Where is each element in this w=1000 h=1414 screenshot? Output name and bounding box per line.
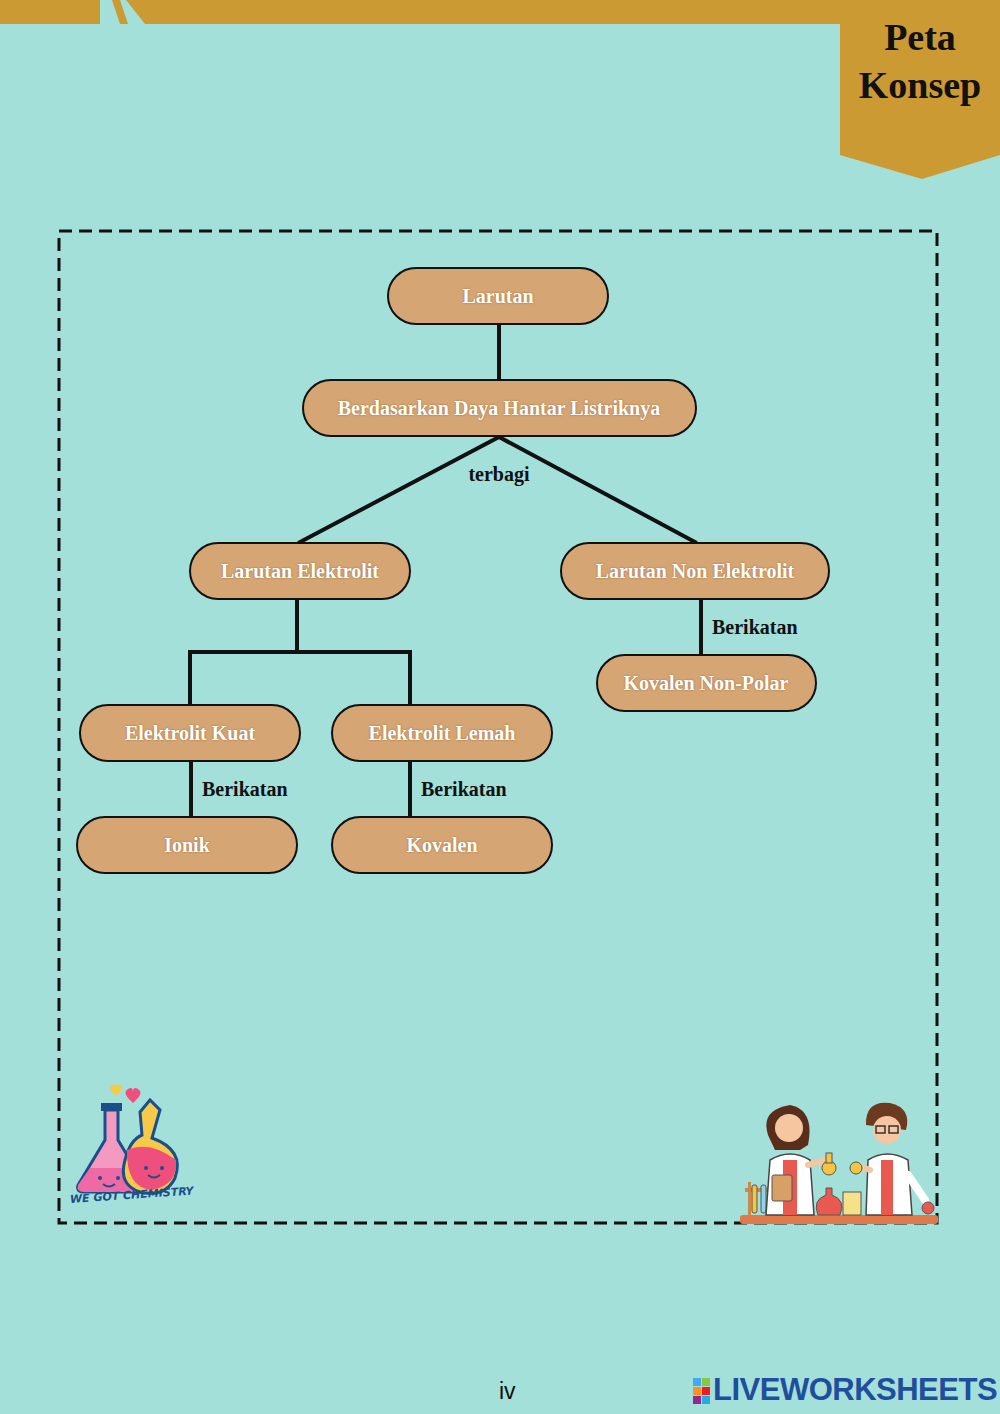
connector-line: [190, 600, 297, 704]
concept-box: Kovalen: [331, 816, 553, 874]
connector-line: [297, 600, 410, 704]
watermark: LIVEWORKSHEETS: [713, 1372, 997, 1408]
scientists-illustration: [740, 1103, 938, 1224]
concept-box: Larutan Elektrolit: [189, 542, 411, 600]
concept-label: Larutan Elektrolit: [221, 560, 379, 583]
connector-line: [189, 762, 193, 816]
concept-label: Elektrolit Kuat: [125, 722, 255, 745]
concept-label: Larutan: [462, 285, 533, 308]
concept-label: Ionik: [164, 834, 210, 857]
page-number: iv: [499, 1378, 516, 1405]
connector-line: [699, 600, 703, 654]
concept-box: Larutan Non Elektrolit: [560, 542, 830, 600]
watermark-icon: [693, 1378, 710, 1404]
header-bar: [112, 0, 128, 24]
concept-box: Kovalen Non-Polar: [596, 654, 817, 712]
concept-label: Berdasarkan Daya Hantar Listriknya: [338, 397, 660, 420]
title-tab: [840, 0, 1000, 179]
connector-label: Berikatan: [418, 778, 510, 801]
concept-box: Berdasarkan Daya Hantar Listriknya: [302, 379, 697, 437]
connector-label: terbagi: [465, 463, 532, 486]
connector-line: [300, 437, 499, 542]
dashed-frame: [59, 231, 937, 1223]
header-bar: [0, 0, 100, 24]
concept-box: Ionik: [76, 816, 298, 874]
concept-label: Kovalen: [406, 834, 477, 857]
connector-label: Berikatan: [709, 616, 801, 639]
connector-line: [408, 762, 412, 816]
concept-box: Larutan: [387, 267, 609, 325]
concept-label: Larutan Non Elektrolit: [596, 560, 795, 583]
connector-line: [497, 325, 501, 379]
concept-label: Elektrolit Lemah: [369, 722, 516, 745]
concept-box: Elektrolit Lemah: [331, 704, 553, 762]
chemistry-logo: [78, 1084, 178, 1193]
concept-box: Elektrolit Kuat: [79, 704, 301, 762]
page-title: Peta Konsep: [845, 14, 995, 109]
concept-label: Kovalen Non-Polar: [624, 672, 789, 695]
logo-text: WE GOT CHEMISTRY: [70, 1184, 194, 1206]
connector-line: [499, 437, 695, 542]
connector-label: Berikatan: [199, 778, 291, 801]
